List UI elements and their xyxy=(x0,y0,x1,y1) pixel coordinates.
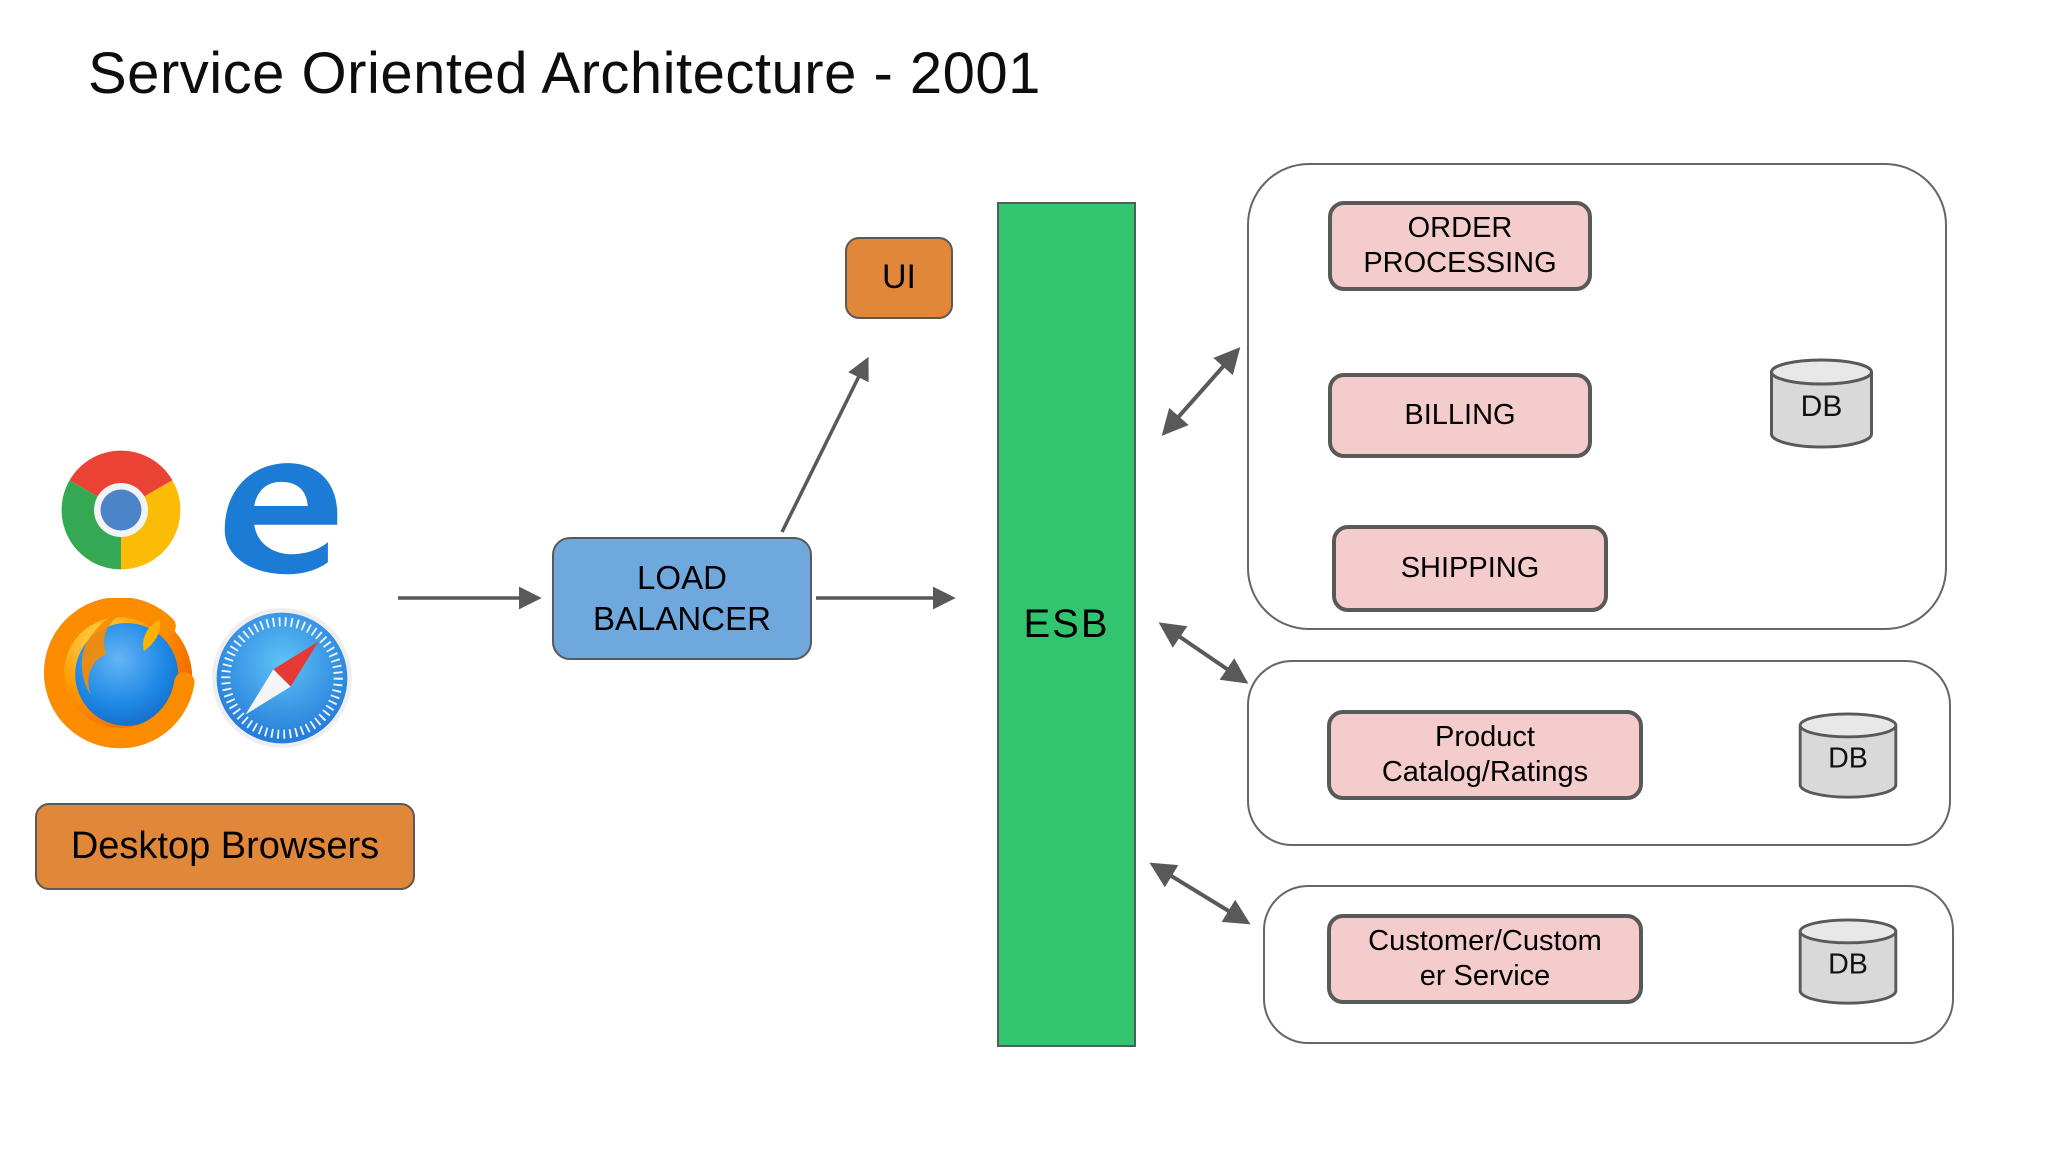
ui-box: UI xyxy=(845,237,953,319)
shipping-box: SHIPPING xyxy=(1332,525,1608,612)
database-cylinder-orders: DB xyxy=(1770,358,1873,449)
firefox-icon xyxy=(44,598,195,749)
chrome-icon xyxy=(61,450,181,570)
page-title: Service Oriented Architecture - 2001 xyxy=(88,41,1041,106)
esb-text: ESB xyxy=(1023,602,1110,647)
db-label-catalog: DB xyxy=(1828,742,1868,774)
customer-service-box: Customer/Custom er Service xyxy=(1327,914,1643,1004)
database-cylinder-customer: DB xyxy=(1798,918,1898,1005)
billing-text: BILLING xyxy=(1404,398,1516,431)
db-label-customer: DB xyxy=(1828,948,1868,980)
desktop-browsers-text: Desktop Browsers xyxy=(70,825,380,868)
arrow-esb-customer-group xyxy=(1149,862,1251,925)
product-catalog-text: Product Catalog/Ratings xyxy=(1381,720,1589,788)
order-processing-box: ORDER PROCESSING xyxy=(1328,201,1592,291)
shipping-text: SHIPPING xyxy=(1400,551,1540,584)
load-balancer-text: LOAD BALANCER xyxy=(593,559,771,637)
billing-box: BILLING xyxy=(1328,373,1592,458)
ui-text: UI xyxy=(882,258,916,297)
arrow-esb-order-group xyxy=(1161,347,1241,436)
arrow-esb-catalog-group xyxy=(1158,622,1249,684)
safari-icon xyxy=(212,608,352,748)
customer-service-text: Customer/Custom er Service xyxy=(1368,924,1602,992)
arrow-loadbalancer-to-ui xyxy=(780,356,869,533)
product-catalog-box: Product Catalog/Ratings xyxy=(1327,710,1643,800)
order-processing-text: ORDER PROCESSING xyxy=(1363,211,1557,279)
esb-bar: ESB xyxy=(997,202,1136,1047)
load-balancer-box: LOAD BALANCER xyxy=(552,537,812,660)
db-label-orders: DB xyxy=(1801,390,1843,423)
database-cylinder-catalog: DB xyxy=(1798,712,1898,799)
desktop-browsers-label: Desktop Browsers xyxy=(35,803,415,890)
edge-icon xyxy=(224,463,338,575)
